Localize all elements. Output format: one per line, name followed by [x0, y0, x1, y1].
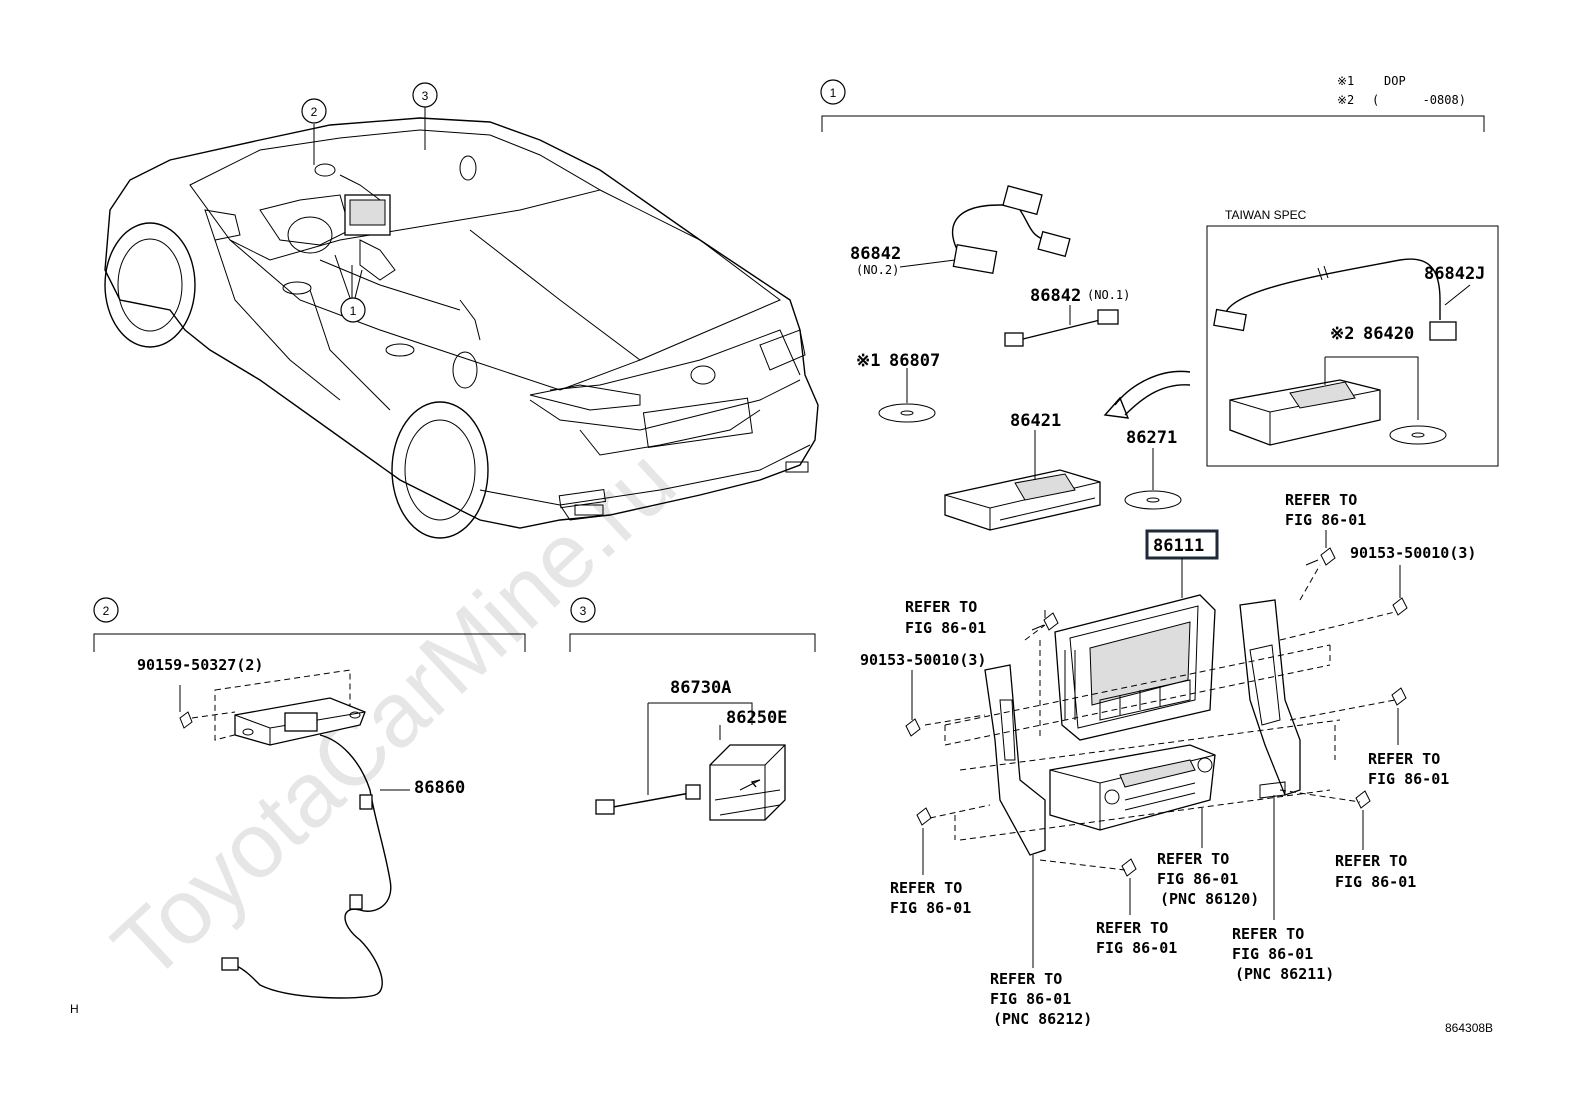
diagram-text: REFER TO — [990, 970, 1062, 988]
refer-pnc-86211: REFER TO FIG 86-01 (PNC 86211) — [1232, 925, 1334, 983]
note-2-mark: ※2 — [1337, 93, 1354, 107]
bolts — [905, 547, 1408, 877]
label-86842-no1-suffix: (NO.1) — [1087, 288, 1130, 302]
label-86807-mark: ※1 — [856, 351, 880, 371]
label-86842J: 86842J — [1424, 264, 1485, 284]
section-2-bracket: 2 — [93, 597, 526, 652]
cable-86842-no1 — [1004, 305, 1119, 347]
diagram-text: REFER TO — [1096, 919, 1168, 937]
diagram-text: REFER TO — [1368, 750, 1440, 768]
label-86421: 86421 — [1010, 411, 1061, 431]
bolt — [1121, 858, 1137, 877]
refer-top-right: REFER TO FIG 86-01 — [1285, 491, 1366, 529]
note-1-text: DOP — [1384, 74, 1406, 88]
display-assembly — [924, 564, 1396, 871]
label-bolt-90153-left: 90153-50010(3) — [860, 651, 986, 669]
diagram-text: FIG 86-01 — [1232, 945, 1313, 963]
bolt — [1305, 547, 1336, 566]
label-86842-no1: 86842 — [1030, 286, 1081, 306]
label-86250E: 86250E — [726, 708, 787, 728]
label-bolt-90159: 90159-50327(2) — [137, 656, 263, 674]
diagram-text: REFER TO — [890, 879, 962, 897]
refer-right-mid: REFER TO FIG 86-01 — [1368, 750, 1449, 788]
taiwan-spec-label: TAIWAN SPEC — [1225, 208, 1307, 222]
diagram-text: FIG 86-01 — [1285, 511, 1366, 529]
diagram-text: FIG 86-01 — [1335, 873, 1416, 891]
bolt — [1355, 790, 1371, 809]
diagram-text: 1 — [830, 86, 837, 100]
diagram-text: FIG 86-01 — [1096, 939, 1177, 957]
label-bolt-90153-right: 90153-50010(3) — [1350, 544, 1476, 562]
note-1-mark: ※1 — [1337, 74, 1354, 88]
refer-pnc-86120: REFER TO FIG 86-01 (PNC 86120) — [1157, 850, 1259, 908]
diagram-text: (PNC 86212) — [993, 1010, 1092, 1028]
disc-86807 — [878, 368, 936, 423]
diagram-text: FIG 86-01 — [905, 619, 986, 637]
refer-left-low: REFER TO FIG 86-01 — [890, 879, 971, 917]
refer-right-low: REFER TO FIG 86-01 — [1335, 852, 1416, 891]
label-86860: 86860 — [414, 778, 465, 798]
label-86807: 86807 — [889, 351, 940, 371]
diagram-text: FIG 86-01 — [890, 899, 971, 917]
label-86842-no2: 86842 — [850, 244, 901, 264]
unit-86421 — [944, 430, 1101, 531]
diagram-text: FIG 86-01 — [1157, 870, 1238, 888]
label-86420: 86420 — [1363, 324, 1414, 344]
bolt — [1392, 597, 1408, 616]
cable-86842-no2 — [899, 185, 1071, 275]
highlight-box-86111 — [1145, 529, 1219, 560]
refer-bolt-bottom: REFER TO FIG 86-01 — [1096, 919, 1177, 957]
section-1-bracket: 1 — [820, 79, 1485, 132]
label-86420-mark: ※2 — [1330, 324, 1354, 344]
diagram-text: 2 — [311, 105, 318, 119]
diagram-text: FIG 86-01 — [1368, 770, 1449, 788]
bolt — [916, 807, 932, 826]
bolt — [1031, 612, 1059, 631]
label-86842-no2-suffix: (NO.2) — [856, 263, 899, 277]
diagram-text: REFER TO — [1157, 850, 1229, 868]
disc-86271 — [1124, 448, 1182, 510]
diagram-text: REFER TO — [1285, 491, 1357, 509]
arrow-curved — [1103, 370, 1191, 419]
diagram-text: REFER TO — [905, 598, 977, 616]
diagram-text: 3 — [580, 604, 587, 618]
diagram-text: FIG 86-01 — [990, 990, 1071, 1008]
module-86250E — [595, 702, 786, 821]
callout-2-car: 2 — [301, 98, 327, 124]
diagram-text: 3 — [422, 89, 429, 103]
refer-top-left: REFER TO FIG 86-01 — [905, 598, 986, 637]
taiwan-spec-box — [1206, 225, 1499, 467]
notes: ※1 DOP ※2 ( -0808) — [1337, 74, 1466, 107]
module-86860 — [179, 669, 410, 999]
diagram-text: 2 — [103, 604, 110, 618]
note-2-text: ( -0808) — [1372, 93, 1466, 107]
label-86111: 86111 — [1153, 536, 1204, 556]
callout-3-car: 3 — [412, 82, 438, 108]
refer-pnc-86212: REFER TO FIG 86-01 (PNC 86212) — [990, 970, 1092, 1028]
leaders-section-1 — [911, 530, 1401, 968]
bolt — [1391, 687, 1407, 706]
section-3-bracket: 3 — [569, 597, 816, 652]
diagram-text: 1 — [350, 304, 357, 318]
diagram-text: (PNC 86211) — [1235, 965, 1334, 983]
corner-mark: H — [70, 1002, 79, 1016]
car-illustration — [104, 107, 819, 539]
bolt — [905, 718, 921, 737]
diagram-text: REFER TO — [1335, 852, 1407, 870]
callout-1-car: 1 — [340, 297, 366, 323]
diagram-text: REFER TO — [1232, 925, 1304, 943]
label-86271: 86271 — [1126, 428, 1177, 448]
label-86730A: 86730A — [670, 678, 731, 698]
diagram-code: 864308B — [1445, 1021, 1493, 1035]
diagram-text: (PNC 86120) — [1160, 890, 1259, 908]
